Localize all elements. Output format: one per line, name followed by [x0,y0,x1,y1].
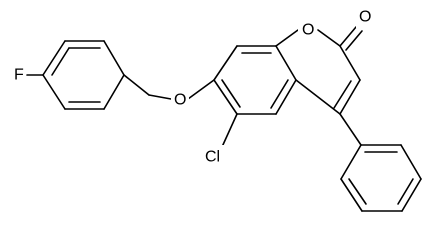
bond [317,29,341,47]
double-bond-inner [221,79,241,108]
bond [295,79,341,115]
fluorine-atom-label: F [14,67,24,84]
bond [400,144,422,180]
bond [339,79,361,115]
ether-oxygen-atom-label: O [174,92,186,109]
bond [213,79,238,115]
phenyl-ring [340,144,422,212]
double-bond-inner [348,178,367,205]
bond [401,178,422,212]
ring-oxygen-atom-label: O [302,22,314,39]
bond [103,40,125,76]
carbonyl-oxygen-label-mask [356,8,374,28]
bond [340,144,362,180]
chlorine-label-mask [204,145,229,167]
bond [339,45,361,81]
c4-phenyl-bond [339,113,362,146]
o-c7-bond [187,79,215,100]
double-bond-inner [51,47,70,76]
bond [103,74,125,110]
carbonyl-oxygen-atom-label: O [359,9,371,26]
coumarin-benzo-ring [213,45,297,115]
bond [275,29,299,47]
ether-oxygen-label-mask [171,90,189,110]
double-bond-inner [270,79,289,109]
c-cl-bond [221,113,238,148]
ring-oxygen-label-mask [298,20,316,40]
double-bond-inner [333,80,352,109]
chlorine-atom-label: Cl [205,149,220,166]
carbonyl-bond [339,26,357,47]
bond [213,45,238,81]
bond [275,45,297,81]
fluorine-label-mask [10,65,26,85]
fluorophenyl-ring [42,40,125,110]
bond [42,40,66,76]
bond [275,79,297,115]
ch2-bond [123,74,150,96]
pyrone-ring [275,29,361,115]
ch2-o-bond [148,94,172,100]
bond [340,178,363,212]
bond [42,74,66,110]
carbonyl-double-bond [345,30,363,51]
chemical-structure-diagram: F O O O Cl [10,8,422,212]
double-bond-inner [397,178,414,205]
